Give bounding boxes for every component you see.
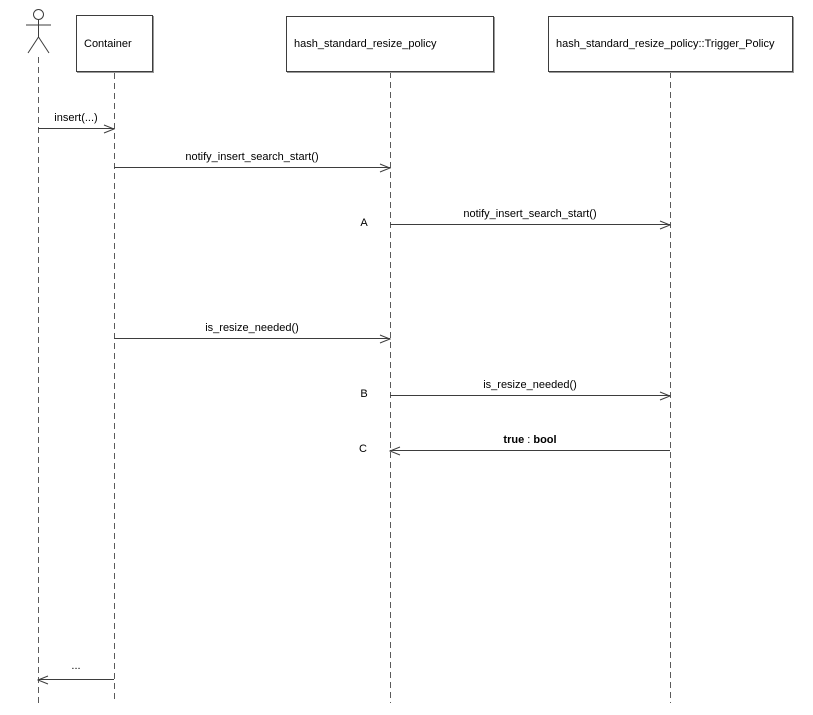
message-line [114, 167, 390, 168]
message-line [114, 338, 390, 339]
message-label: is_resize_needed() [205, 322, 299, 334]
participant-box-trigger-policy: hash_standard_resize_policy::Trigger_Pol… [548, 16, 793, 72]
message-line [38, 679, 114, 680]
arrowhead-right-icon [659, 391, 671, 400]
arrowhead-right-icon [103, 124, 115, 133]
arrowhead-left-icon [37, 675, 49, 684]
participant-label: hash_standard_resize_policy [294, 38, 437, 50]
participant-box-hash-standard-resize-policy: hash_standard_resize_policy [286, 16, 494, 72]
arrowhead-left-icon [389, 446, 401, 455]
arrowhead-right-icon [379, 334, 391, 343]
arrowhead-right-icon [379, 163, 391, 172]
participant-label: hash_standard_resize_policy::Trigger_Pol… [556, 38, 775, 50]
message-label: is_resize_needed() [483, 379, 577, 391]
message-line [390, 224, 670, 225]
step-marker-b: B [360, 388, 368, 400]
message-label: ... [71, 660, 81, 672]
step-marker-c: C [359, 443, 367, 455]
participant-label: Container [84, 37, 132, 50]
step-marker-a: A [360, 217, 368, 229]
return-type: bool [533, 434, 557, 446]
message-label: notify_insert_search_start() [463, 208, 597, 220]
actor-icon [26, 9, 51, 54]
return-value: true [503, 434, 525, 446]
participant-box-container: Container [76, 15, 153, 72]
arrowhead-right-icon [659, 220, 671, 229]
message-label: notify_insert_search_start() [185, 151, 319, 163]
message-label: true : bool [390, 434, 670, 446]
message-line [38, 128, 114, 129]
lifeline-container [114, 73, 115, 703]
message-line [390, 395, 670, 396]
return-separator: : [524, 434, 534, 446]
message-label: insert(...) [54, 112, 98, 124]
message-line [390, 450, 670, 451]
lifeline-actor [38, 57, 39, 703]
lifeline-hash-standard-resize-policy [390, 72, 391, 703]
lifeline-trigger-policy [670, 72, 671, 703]
